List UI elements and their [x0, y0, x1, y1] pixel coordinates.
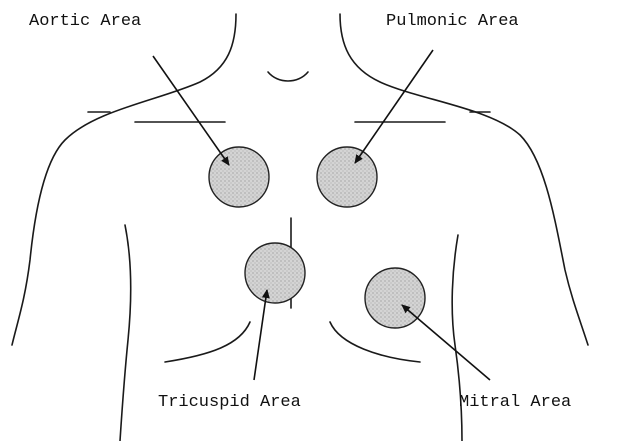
torso-outline [12, 14, 588, 441]
aortic-area-marker [209, 147, 269, 207]
neck-left-line [12, 14, 236, 345]
tricuspid-area-label: Tricuspid Area [158, 393, 301, 412]
rib-margin-left [165, 322, 250, 362]
suprasternal-notch [268, 72, 308, 81]
mitral-area-label: Mitral Area [459, 393, 571, 412]
pulmonic-area-label: Pulmonic Area [386, 12, 519, 31]
aortic-area-label: Aortic Area [29, 12, 141, 31]
aortic-arrow [153, 56, 229, 165]
tricuspid-arrow [254, 290, 267, 380]
axilla-left [120, 225, 131, 441]
pulmonic-arrow [355, 50, 433, 163]
mitral-area-marker [365, 268, 425, 328]
tricuspid-area-marker [245, 243, 305, 303]
rib-margin-right [330, 322, 420, 362]
pulmonic-area-marker [317, 147, 377, 207]
mitral-arrow [402, 305, 490, 380]
